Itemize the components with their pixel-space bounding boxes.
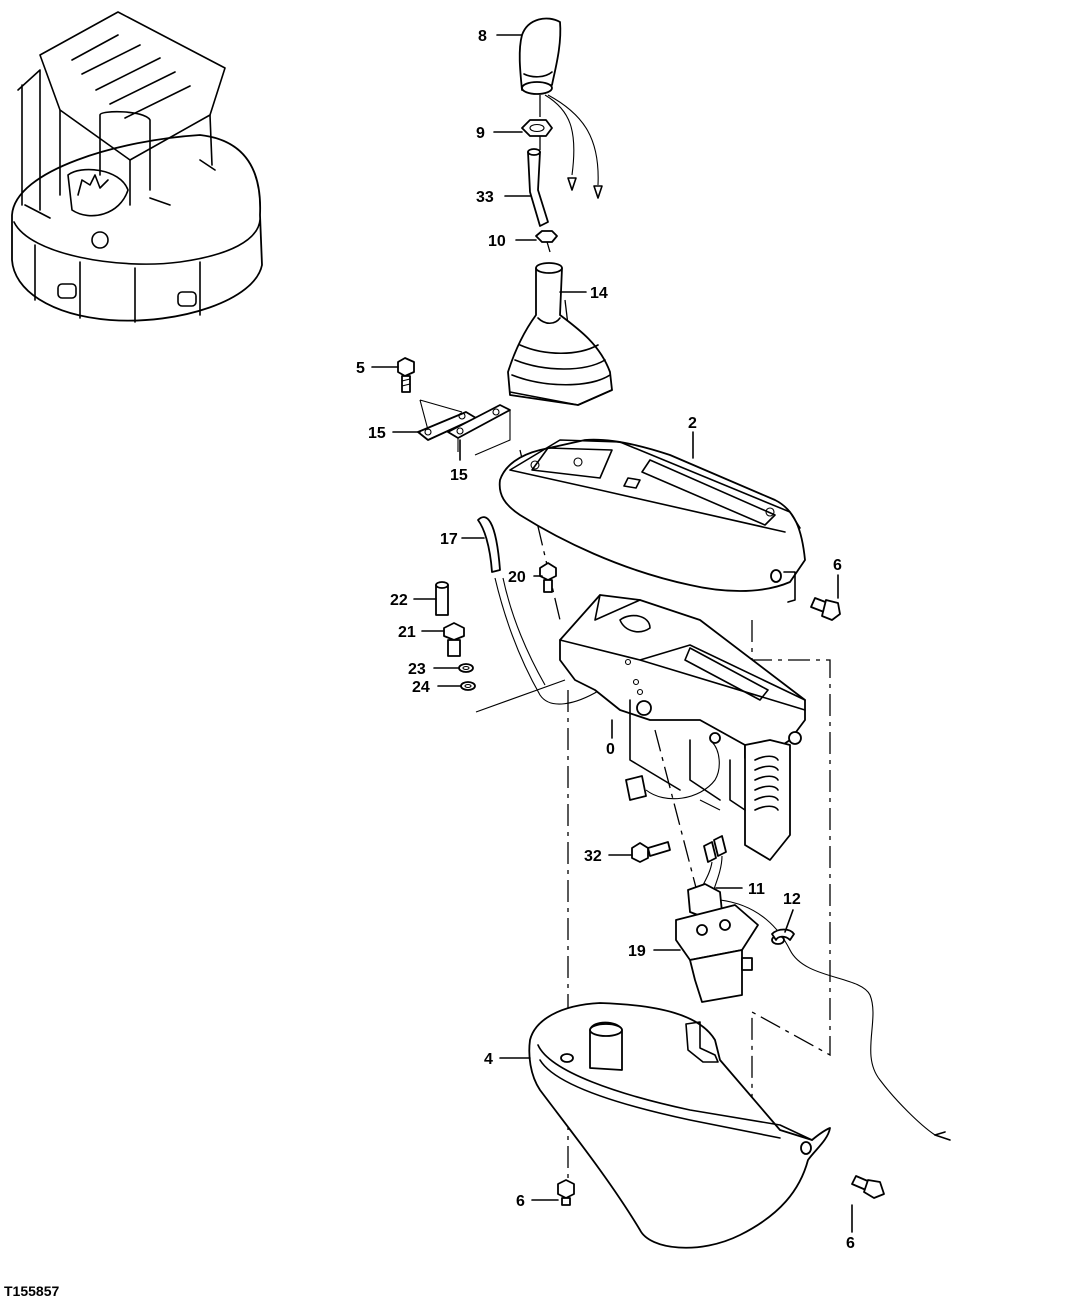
part-32-bolt [631,841,671,863]
part-22-pin [435,581,449,616]
callout-33: 33 [476,189,494,206]
callout-12: 12 [783,891,801,908]
callout-20: 20 [508,569,526,586]
part-24-washer [460,681,476,691]
part-10-nut [535,230,558,243]
callout-24: 24 [412,679,430,696]
part-14-boot [507,262,613,406]
part-33-lever-rod [527,148,549,227]
callout-19: 19 [628,943,646,960]
part-20-bolt [539,562,557,593]
callout-15-a: 15 [368,425,386,442]
callout-9: 9 [476,125,485,142]
callout-21: 21 [398,624,416,641]
part-6-bolt-upper [810,597,841,621]
part-21-bolt [443,622,465,657]
callout-5: 5 [356,360,365,377]
callout-23: 23 [408,661,426,678]
machine-overview-illustration [11,11,263,323]
leader-lines [371,34,853,1233]
part-15-plates [417,399,511,456]
part-9-nut [521,119,553,137]
callout-2: 2 [688,415,697,432]
callout-labels: 8 9 33 10 14 5 15 15 2 17 20 22 21 23 24… [356,28,855,1252]
callout-15-b: 15 [450,467,468,484]
part-11-wires [699,835,727,896]
callout-4: 4 [484,1051,493,1068]
part-4-lower-cover [528,1002,831,1249]
callout-6-c: 6 [846,1235,855,1252]
part-17-hose [477,516,601,705]
callout-17: 17 [440,531,458,548]
part-8-knob [518,17,603,199]
part-5-bolt [397,357,415,393]
part-19-switch [675,883,951,1141]
callout-0: 0 [606,741,615,758]
part-6-bolt-lower-left [557,1179,575,1206]
part-6-bolt-lower-right [851,1175,885,1199]
callout-8: 8 [478,28,487,45]
figure-reference: T155857 [4,1283,59,1299]
part-12-clip [771,928,795,941]
callout-6-b: 6 [516,1193,525,1210]
callout-14: 14 [590,285,608,302]
callout-11: 11 [748,881,765,898]
callout-22: 22 [390,592,408,609]
callout-32: 32 [584,848,602,865]
callout-6-a: 6 [833,557,842,574]
part-0-bracket [559,594,806,861]
part-23-washer [458,663,474,673]
callout-10: 10 [488,233,506,250]
part-2-upper-cover [498,438,806,603]
